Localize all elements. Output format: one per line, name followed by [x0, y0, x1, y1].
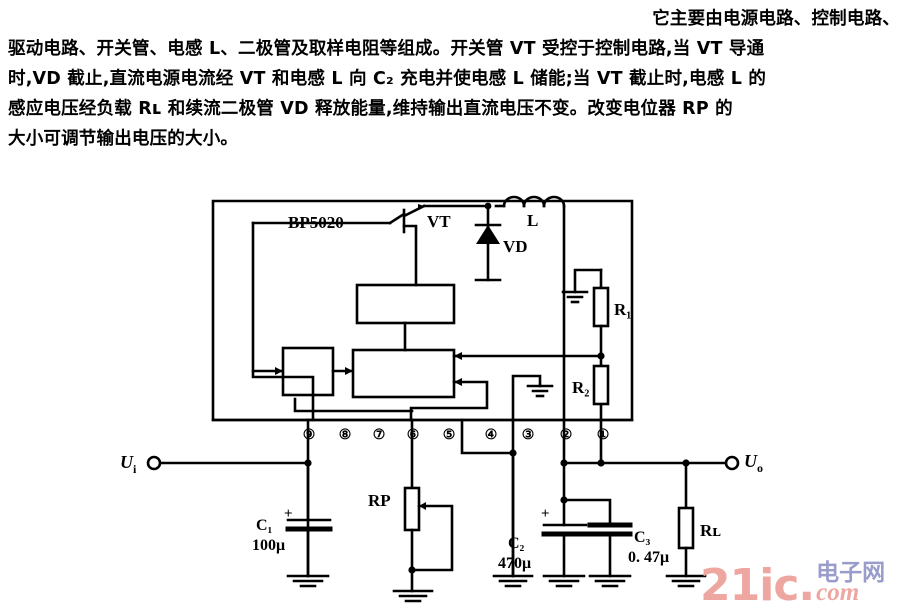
pin-number-6: ⑥: [407, 428, 420, 443]
inductor-l: [494, 195, 566, 422]
label-ui: U: [120, 452, 134, 472]
pin-number-7: ⑦: [373, 428, 386, 443]
paragraph-line-4: 感应电压经负载 Rʟ 和续流二极管 VD 释放能量,维持输出直流电压不变。改变电…: [8, 99, 733, 119]
node-c3: [560, 496, 568, 504]
arrow-sense-in: [454, 378, 462, 386]
label-rl: Rʟ: [700, 521, 721, 540]
paragraph-line-5: 大小可调节输出电压的大小。: [8, 129, 239, 149]
arrow-to-control: [345, 367, 353, 375]
arrow-feedback-in: [454, 352, 462, 360]
node-pin4: [509, 449, 517, 457]
watermark-com: com: [816, 579, 860, 606]
label-c3-value: 0. 47μ: [628, 549, 669, 566]
label-r1: R₁: [614, 300, 631, 319]
internal-ground-pin3: [511, 374, 554, 422]
node-divider-tap: [597, 352, 605, 360]
control-block: [351, 348, 456, 399]
label-c2-value: 470μ: [498, 555, 531, 572]
node-rp-wiper: [408, 566, 416, 574]
arrow-to-reference: [275, 367, 283, 375]
pin-number-8: ⑧: [339, 428, 352, 443]
ic-package-outline: [211, 199, 634, 422]
watermark-dot: .: [798, 560, 816, 611]
driver-block: [355, 283, 456, 325]
label-ui-sub: i: [133, 462, 137, 476]
node-pin1: [597, 459, 605, 467]
terminal-ui: [146, 455, 162, 471]
capacitor-c1: [285, 461, 333, 588]
watermark-brand: 21ic: [700, 560, 799, 611]
pin-leads: [306, 418, 603, 578]
node-vd-top: [484, 202, 492, 210]
label-c1-value: 100μ: [252, 537, 285, 554]
body-paragraph: 它主要由电源电路、控制电路、 驱动电路、开关管、电感 L、二极管及取样电阻等组成…: [8, 4, 900, 154]
label-c3-name: C₃: [634, 529, 651, 546]
pin4-ground-leg: [492, 451, 534, 588]
reference-block: [281, 346, 335, 397]
terminal-label-ui: U i: [120, 452, 137, 476]
label-rp: RP: [368, 491, 391, 510]
capacitor-c2: [541, 461, 589, 588]
pin-number-9: ⑨: [303, 428, 316, 443]
internal-wire-pin6-gnd: [293, 397, 414, 413]
label-c2-polarity: +: [541, 506, 550, 522]
pin-number-1: ①: [597, 428, 610, 443]
label-c1-polarity: +: [284, 506, 293, 522]
label-l: L: [527, 211, 538, 230]
watermark-chinese: 电子网: [816, 560, 886, 586]
label-c2-name: C₂: [508, 535, 525, 552]
label-uo-sub: o: [757, 461, 763, 475]
pin-number-2: ②: [560, 428, 573, 443]
label-uo: U: [744, 451, 758, 471]
label-vt: VT: [427, 212, 451, 231]
terminal-label-uo: U o: [744, 451, 763, 475]
pin-number-3: ③: [522, 428, 535, 443]
paragraph-line-3: 时,VD 截止,直流电源电流经 VT 和电感 L 向 C₂ 充电并使电感 L 储…: [8, 69, 767, 89]
label-vd: VD: [503, 237, 528, 256]
resistor-divider: [561, 268, 610, 422]
terminal-uo: [724, 455, 740, 471]
watermark-right-group: 电子网 com: [816, 560, 886, 606]
label-r2: R₂: [572, 378, 589, 397]
watermark: 21ic . 电子网 com: [700, 558, 886, 611]
load-resistor-rl: [665, 461, 707, 588]
ic-label: BP5020: [288, 213, 344, 232]
transistor-vt: [388, 204, 490, 287]
paragraph-line-2: 驱动电路、开关管、电感 L、二极管及取样电阻等组成。开关管 VT 受控于控制电路…: [8, 39, 765, 59]
capacitor-c3: [562, 498, 633, 588]
pin-number-row: ⑨ ⑧ ⑦ ⑥ ⑤ ④ ③ ② ①: [303, 428, 610, 443]
potentiometer-rp: [392, 486, 454, 603]
pin-number-4: ④: [485, 428, 498, 443]
paragraph-line-1: 它主要由电源电路、控制电路、: [652, 9, 900, 29]
diode-vd: [474, 204, 502, 282]
circuit-diagram: BP5020 VT VD L R₁ R₂ RP Rʟ C₁ 100μ + C₂ …: [0, 180, 908, 609]
pin-number-5: ⑤: [443, 428, 456, 443]
label-c1-name: C₁: [256, 517, 273, 534]
